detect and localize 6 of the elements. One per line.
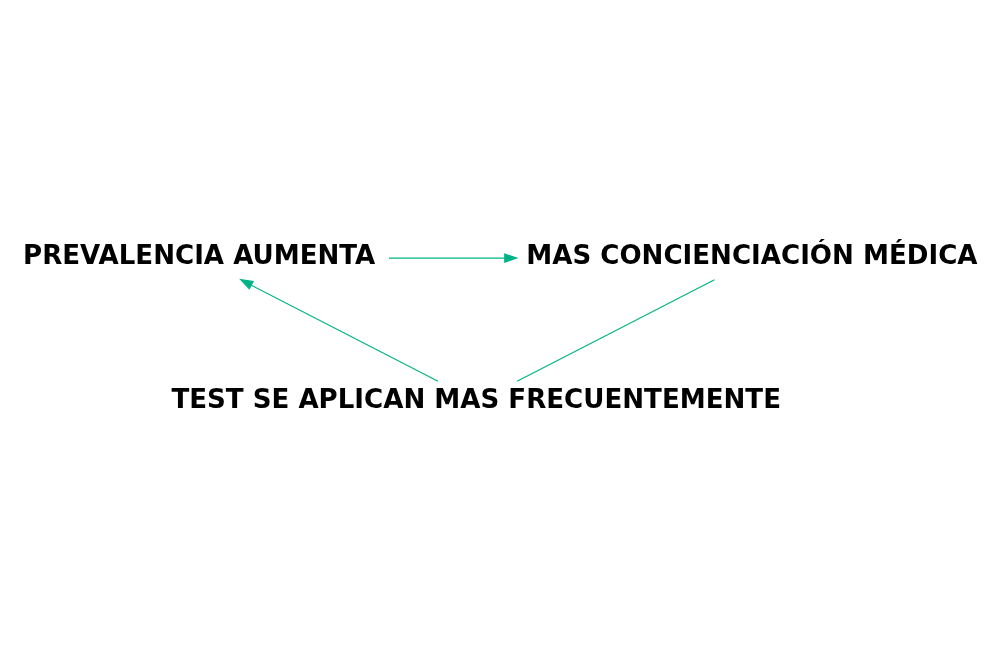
arrow: [388, 253, 519, 264]
arrow: [239, 278, 439, 382]
node-text: PREVALENCIA AUMENTA: [23, 239, 376, 270]
node-text: TEST SE APLICAN MAS FRECUENTEMENTE: [171, 384, 781, 415]
node-text: MAS CONCIENCIACIÓN MÉDICA: [526, 239, 978, 270]
connector: [516, 279, 716, 382]
